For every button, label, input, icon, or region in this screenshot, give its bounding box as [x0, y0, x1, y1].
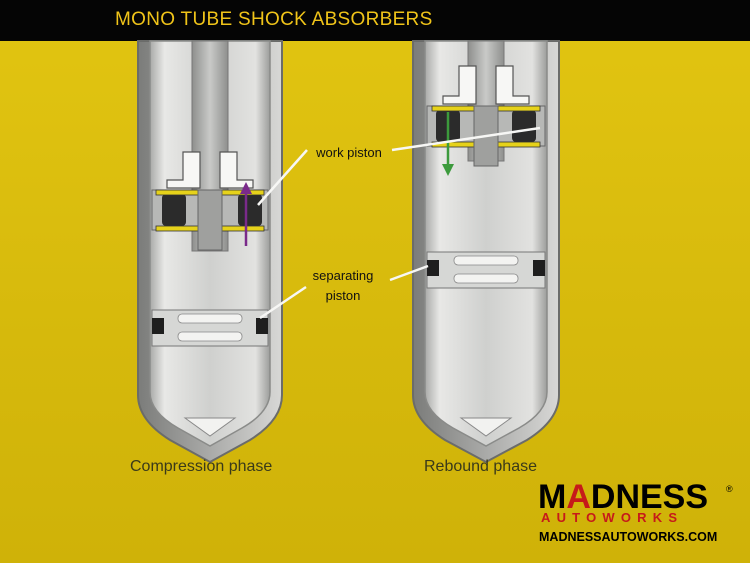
compression-shock — [137, 40, 283, 464]
rod-end — [197, 189, 223, 251]
logo-subtitle: AUTOWORKS — [541, 510, 684, 525]
upper-shim-left — [166, 151, 201, 189]
leader-lines — [257, 126, 541, 320]
separating-piston-label: separating piston — [300, 268, 386, 304]
work-piston-label-text: work piston — [316, 145, 382, 160]
separating-label-line2: piston — [325, 288, 361, 303]
madness-autoworks-logo: MADNESS ® AUTOWORKS MADNESSAUTOWORKS.COM — [535, 478, 735, 553]
rebound-phase-label: Rebound phase — [424, 458, 537, 475]
separating-label-line1: separating — [312, 268, 374, 283]
sep-groove-top — [177, 313, 243, 324]
flow-arrow-down-head — [442, 164, 454, 176]
logo-brand-m: M — [538, 478, 567, 516]
piston-port-right — [238, 194, 262, 226]
logo-brand-a: A — [566, 478, 591, 516]
compression-phase-label: Compression phase — [130, 458, 273, 475]
registered-mark: ® — [726, 484, 733, 494]
logo-brand: MADNESS — [538, 478, 708, 517]
logo-url: MADNESSAUTOWORKS.COM — [539, 530, 718, 544]
rebound-shock — [412, 40, 560, 464]
leader-sep-right — [389, 264, 429, 282]
leader-work-right — [391, 126, 541, 152]
seal-left — [427, 260, 439, 276]
logo-brand-rest: DNESS — [590, 478, 709, 516]
upper-shim-left — [442, 65, 477, 105]
upper-shim-right — [495, 65, 530, 105]
leader-sep-left — [259, 285, 307, 320]
sep-groove-bottom — [453, 273, 519, 284]
sep-groove-top — [453, 255, 519, 266]
sep-groove-bottom — [177, 331, 243, 342]
work-piston-label: work piston — [306, 145, 392, 161]
piston-port-left — [162, 194, 186, 226]
flow-arrow-up-head — [240, 182, 252, 194]
end-cap — [459, 417, 513, 437]
seal-right — [256, 318, 268, 334]
seal-left — [152, 318, 164, 334]
end-cap — [183, 417, 237, 437]
title-bar: MONO TUBE SHOCK ABSORBERS — [0, 0, 750, 41]
seal-right — [533, 260, 545, 276]
page-title: MONO TUBE SHOCK ABSORBERS — [115, 9, 433, 30]
leader-work-left — [257, 149, 308, 206]
piston-port-right — [512, 110, 536, 142]
upper-shim-right — [219, 151, 254, 189]
